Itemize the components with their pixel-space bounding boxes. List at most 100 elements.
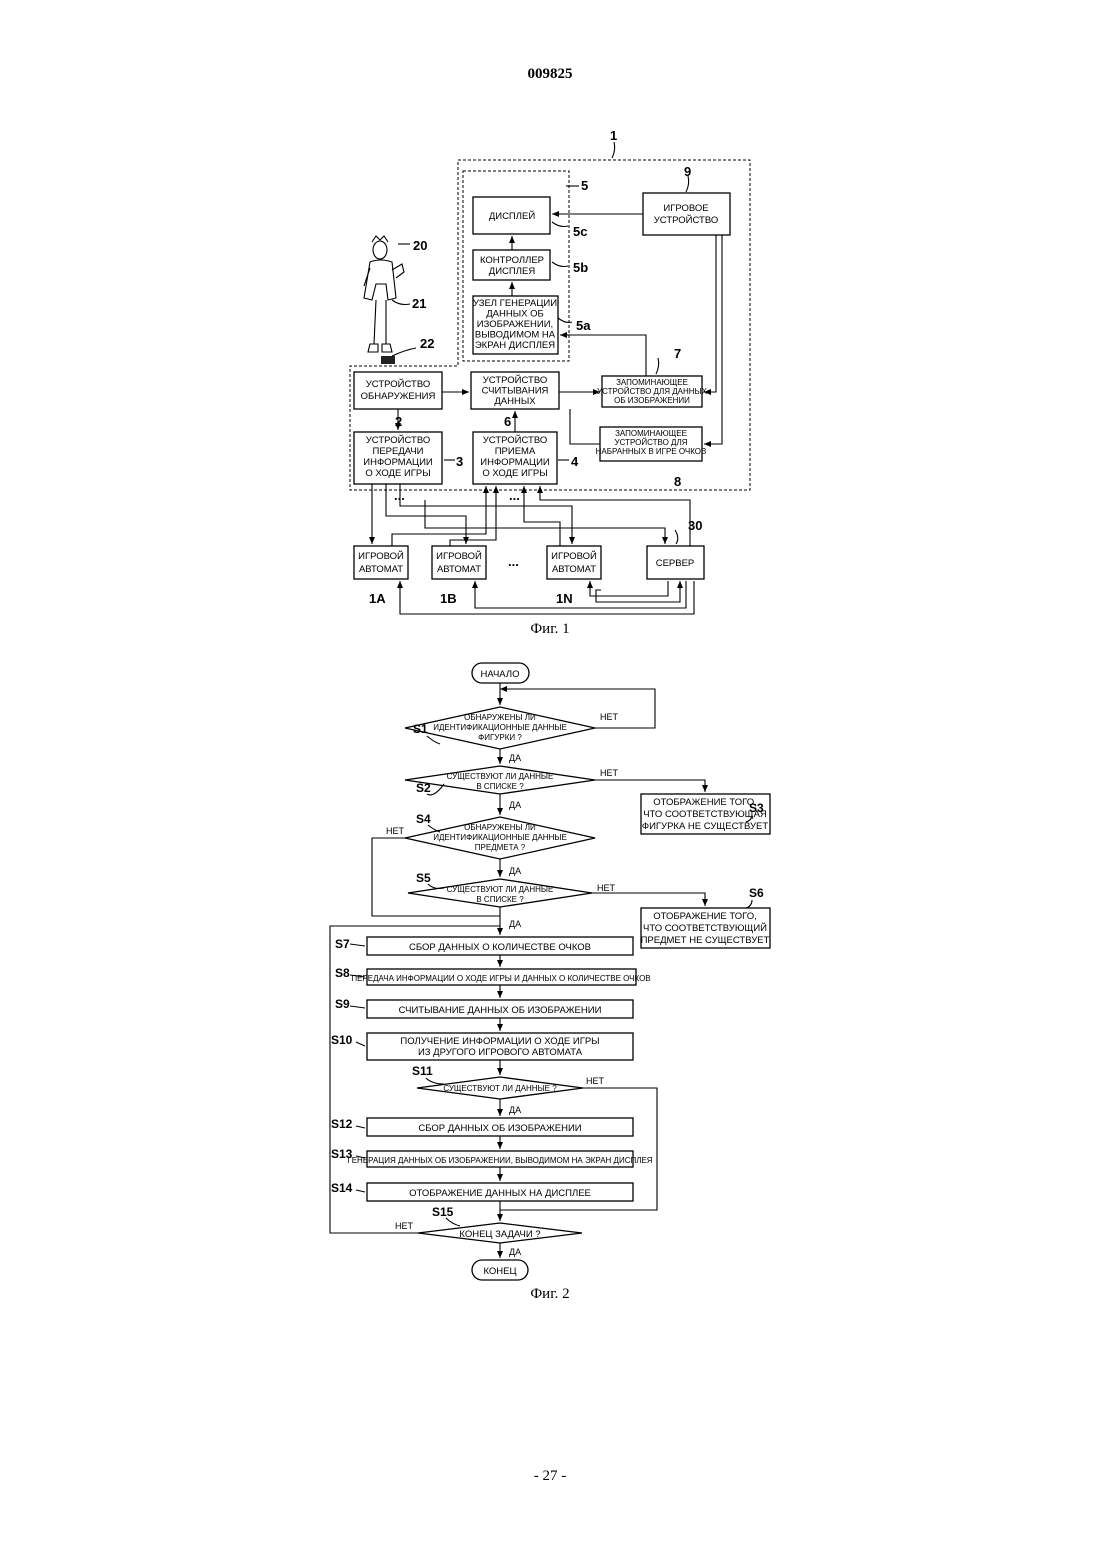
ref-9: 9 (684, 164, 691, 179)
step-label-s15: S15 (432, 1205, 454, 1219)
label-line: ЗАПОМИНАЮЩЕЕ (615, 429, 687, 438)
ellipsis-transmit: ... (394, 488, 405, 503)
label-line: ИГРОВОЙ (358, 550, 404, 562)
ref-7: 7 (674, 346, 681, 361)
label-line: ФИГУРКА НЕ СУЩЕСТВУЕТ (642, 821, 768, 832)
s1-no: НЕТ (600, 712, 619, 722)
label-line: АВТОМАТ (437, 564, 481, 575)
label-line: ИЗОБРАЖЕНИИ, (477, 319, 553, 330)
game-device-box (643, 193, 730, 235)
s5-yes: ДА (509, 919, 521, 929)
end-label: КОНЕЦ (483, 1266, 516, 1277)
s2-no: НЕТ (600, 768, 619, 778)
label-line: АВТОМАТ (552, 564, 596, 575)
figure-2-caption: Фиг. 2 (0, 1286, 1100, 1303)
image-generator-label: УЗЕЛ ГЕНЕРАЦИИДАННЫХ ОБИЗОБРАЖЕНИИ,ВЫВОД… (473, 298, 557, 351)
step-label-s13: S13 (331, 1147, 353, 1161)
s5-no: НЕТ (597, 883, 616, 893)
step-s12-text: СБОР ДАННЫХ ОБ ИЗОБРАЖЕНИИ (418, 1123, 581, 1134)
label-line: ИДЕНТИФИКАЦИОННЫЕ ДАННЫЕ (433, 723, 567, 732)
label-line: УСТРОЙСТВО ДЛЯ (615, 438, 688, 447)
label-line: О ХОДЕ ИГРЫ (365, 468, 430, 479)
label-line: УЗЕЛ ГЕНЕРАЦИИ (473, 298, 557, 309)
label-line: В СПИСКЕ ? (476, 782, 524, 791)
label-line: КОНТРОЛЛЕР (480, 255, 544, 266)
label-line: ПРЕДМЕТ НЕ СУЩЕСТВУЕТ (641, 935, 770, 946)
step-label-s14: S14 (331, 1181, 353, 1195)
label-line: ОБНАРУЖЕНЫ ЛИ (464, 713, 536, 722)
step-label-s2: S2 (416, 781, 431, 795)
label-line: НАБРАННЫХ В ИГРЕ ОЧКОВ (596, 447, 707, 456)
figure-1-block-diagram: ДИСПЛЕЙ КОНТРОЛЛЕРДИСПЛЕЯ УЗЕЛ ГЕНЕРАЦИИ… (350, 128, 750, 614)
step-s10-text: ПОЛУЧЕНИЕ ИНФОРМАЦИИ О ХОДЕ ИГРЫИЗ ДРУГО… (400, 1036, 599, 1058)
label-line: СУЩЕСТВУЮТ ЛИ ДАННЫЕ (447, 772, 554, 781)
figure-2-flowchart: НАЧАЛО КОНЕЦ ОБНАРУЖЕНЫ ЛИИДЕНТИФИКАЦИОН… (330, 663, 770, 1280)
label-line: ДИСПЛЕЯ (489, 266, 536, 277)
label-line: ЭКРАН ДИСПЛЕЯ (475, 340, 555, 351)
label-line: ПРИЕМА (495, 446, 536, 457)
label-line: ПЕРЕДАЧИ (372, 446, 423, 457)
ref-1a: 1A (369, 591, 386, 606)
game-device-label: ИГРОВОЕУСТРОЙСТВО (654, 203, 719, 226)
label-line: УСТРОЙСТВО (483, 374, 548, 386)
step-label-s1: S1 (413, 722, 428, 736)
label-line: ИНФОРМАЦИИ (363, 457, 433, 468)
label-line: ПРЕДМЕТА ? (475, 843, 526, 852)
step-label-s7: S7 (335, 937, 350, 951)
ref-4: 4 (571, 454, 579, 469)
ref-30: 30 (688, 518, 702, 533)
step-label-s5: S5 (416, 871, 431, 885)
ref-8: 8 (674, 474, 681, 489)
s15-no: НЕТ (395, 1221, 414, 1231)
label-line: СУЩЕСТВУЮТ ЛИ ДАННЫЕ (447, 885, 554, 894)
label-line: ОТОБРАЖЕНИЕ ТОГО, (653, 911, 757, 922)
ref-5b: 5b (573, 260, 588, 275)
step-s6-text: ОТОБРАЖЕНИЕ ТОГО,ЧТО СООТВЕТСТВУЮЩИЙПРЕД… (641, 911, 770, 946)
ref-5: 5 (581, 178, 588, 193)
s15-yes: ДА (509, 1247, 521, 1257)
ref-5c: 5c (573, 224, 587, 239)
s4-no: НЕТ (386, 826, 405, 836)
ref-1b: 1B (440, 591, 457, 606)
ref-1: 1 (610, 128, 617, 143)
step-label-s8: S8 (335, 966, 350, 980)
label-line: ВЫВОДИМОМ НА (475, 330, 556, 341)
s1-yes: ДА (509, 753, 521, 763)
ref-3: 3 (456, 454, 463, 469)
player-figure-icon (364, 236, 404, 352)
s11-no: НЕТ (586, 1076, 605, 1086)
label-line: ПОЛУЧЕНИЕ ИНФОРМАЦИИ О ХОДЕ ИГРЫ (400, 1036, 599, 1047)
label-line: ЗАПОМИНАЮЩЕЕ (616, 378, 688, 387)
ref-21: 21 (412, 296, 426, 311)
label-line: ИЗ ДРУГОГО ИГРОВОГО АВТОМАТА (418, 1047, 583, 1058)
label-line: ДАННЫХ (494, 396, 536, 407)
label-line: В СПИСКЕ ? (476, 895, 524, 904)
step-label-s9: S9 (335, 997, 350, 1011)
s11-yes: ДА (509, 1105, 521, 1115)
decision-s15-text: КОНЕЦ ЗАДАЧИ ? (459, 1229, 540, 1240)
label-line: СЧИТЫВАНИЯ (482, 386, 549, 397)
step-label-s6: S6 (749, 886, 764, 900)
label-line: ДАННЫХ ОБ (486, 309, 544, 320)
step-s13-text: ГЕНЕРАЦИЯ ДАННЫХ ОБ ИЗОБРАЖЕНИИ, ВЫВОДИМ… (347, 1156, 652, 1165)
ellipsis-machines: ... (508, 554, 519, 569)
step-s8-text: ПЕРЕДАЧА ИНФОРМАЦИИ О ХОДЕ ИГРЫ И ДАННЫХ… (351, 974, 650, 983)
s2-yes: ДА (509, 800, 521, 810)
label-line: ОБ ИЗОБРАЖЕНИИ (614, 396, 690, 405)
ref-1n: 1N (556, 591, 573, 606)
display-label: ДИСПЛЕЙ (489, 210, 536, 222)
label-line: ИГРОВОЙ (551, 550, 597, 562)
s4-yes: ДА (509, 866, 521, 876)
label-line: УСТРОЙСТВО ДЛЯ ДАННЫХ (597, 387, 708, 396)
step-s14-text: ОТОБРАЖЕНИЕ ДАННЫХ НА ДИСПЛЕЕ (409, 1188, 591, 1199)
page-number: - 27 - (0, 1468, 1100, 1485)
label-line: УСТРОЙСТВО (366, 434, 431, 446)
label-line: ИДЕНТИФИКАЦИОННЫЕ ДАННЫЕ (433, 833, 567, 842)
step-label-s3: S3 (749, 801, 764, 815)
ref-6: 6 (504, 414, 511, 429)
ref-22: 22 (420, 336, 434, 351)
step-s7-text: СБОР ДАННЫХ О КОЛИЧЕСТВЕ ОЧКОВ (409, 942, 591, 953)
label-line: ЧТО СООТВЕТСТВУЮЩИЙ (643, 922, 767, 934)
